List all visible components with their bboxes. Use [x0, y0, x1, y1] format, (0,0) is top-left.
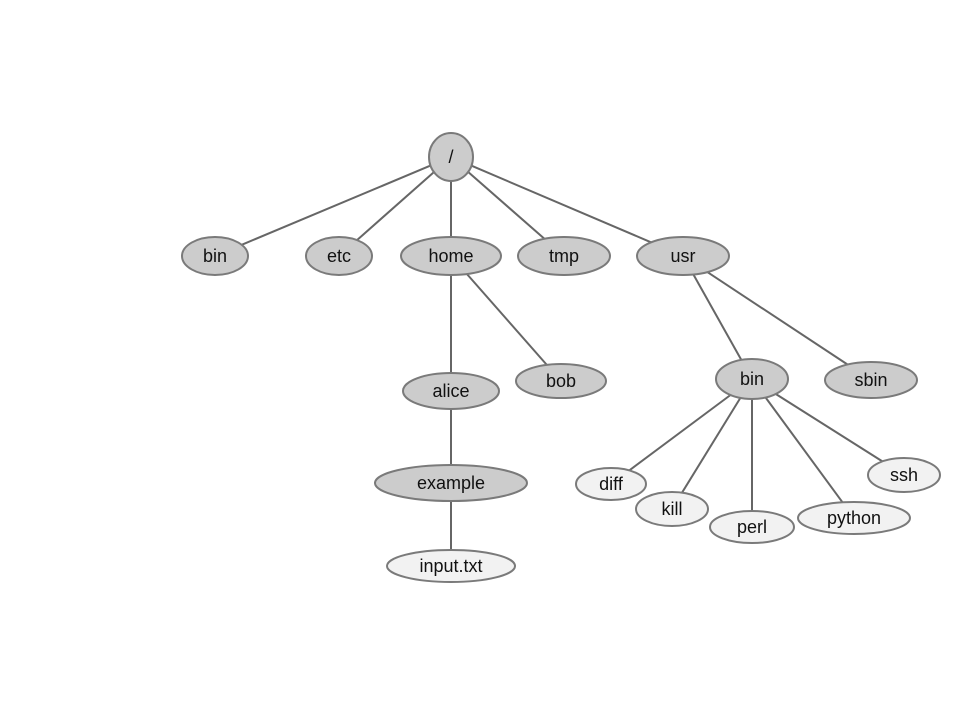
node-etc: etc [305, 236, 373, 276]
node-tmp-shape [517, 236, 611, 276]
node-example: example [374, 464, 528, 502]
node-tmp-label: tmp [549, 246, 579, 266]
edge-usrbin-python [764, 396, 844, 503]
edge-usrbin-ssh [775, 393, 883, 463]
node-ssh-shape [867, 457, 941, 493]
node-bob: bob [515, 363, 607, 399]
node-example-label: example [417, 473, 485, 493]
node-etc-shape [305, 236, 373, 276]
node-tmp: tmp [517, 236, 611, 276]
node-input-shape [386, 549, 516, 583]
edge-usrbin-kill [681, 397, 742, 494]
node-kill-shape [635, 491, 709, 527]
node-home: home [400, 236, 502, 276]
node-kill: kill [635, 491, 709, 527]
node-input: input.txt [386, 549, 516, 583]
node-perl: perl [709, 510, 795, 544]
node-alice: alice [402, 372, 500, 410]
node-python-label: python [827, 508, 881, 528]
tree-edges [241, 164, 883, 550]
node-home-shape [400, 236, 502, 276]
node-python-shape [797, 501, 911, 535]
node-sbin: sbin [824, 361, 918, 399]
node-root-label: / [448, 147, 453, 167]
node-usrbin: bin [715, 358, 789, 400]
node-input-label: input.txt [419, 556, 482, 576]
node-usr: usr [636, 236, 730, 276]
edge-root-etc [356, 171, 435, 241]
node-bin: bin [181, 236, 249, 276]
node-alice-label: alice [432, 381, 469, 401]
node-alice-shape [402, 372, 500, 410]
node-bin-shape [181, 236, 249, 276]
node-bob-shape [515, 363, 607, 399]
node-sbin-shape [824, 361, 918, 399]
node-bob-label: bob [546, 371, 576, 391]
node-diff: diff [575, 467, 647, 501]
edge-usr-sbin [706, 271, 849, 366]
node-usr-shape [636, 236, 730, 276]
node-root-shape [428, 132, 474, 182]
node-etc-label: etc [327, 246, 351, 266]
node-usrbin-shape [715, 358, 789, 400]
edge-root-tmp [467, 171, 546, 240]
node-home-label: home [428, 246, 473, 266]
node-diff-shape [575, 467, 647, 501]
node-bin-label: bin [203, 246, 227, 266]
node-diff-label: diff [599, 474, 624, 494]
node-ssh-label: ssh [890, 465, 918, 485]
node-root: / [428, 132, 474, 182]
node-sbin-label: sbin [854, 370, 887, 390]
edge-root-usr [471, 164, 652, 244]
node-ssh: ssh [867, 457, 941, 493]
node-perl-label: perl [737, 517, 767, 537]
node-kill-label: kill [662, 499, 683, 519]
edge-usrbin-diff [628, 394, 732, 472]
edge-root-bin [241, 164, 431, 246]
node-usrbin-label: bin [740, 369, 764, 389]
edge-usr-usrbin [692, 274, 743, 361]
tree-nodes: / bin etc home tmp usr alice bob example input.tx… [181, 132, 941, 583]
node-python: python [797, 501, 911, 535]
node-example-shape [374, 464, 528, 502]
node-usr-label: usr [670, 246, 695, 266]
edge-home-bob [466, 273, 548, 366]
node-perl-shape [709, 510, 795, 544]
